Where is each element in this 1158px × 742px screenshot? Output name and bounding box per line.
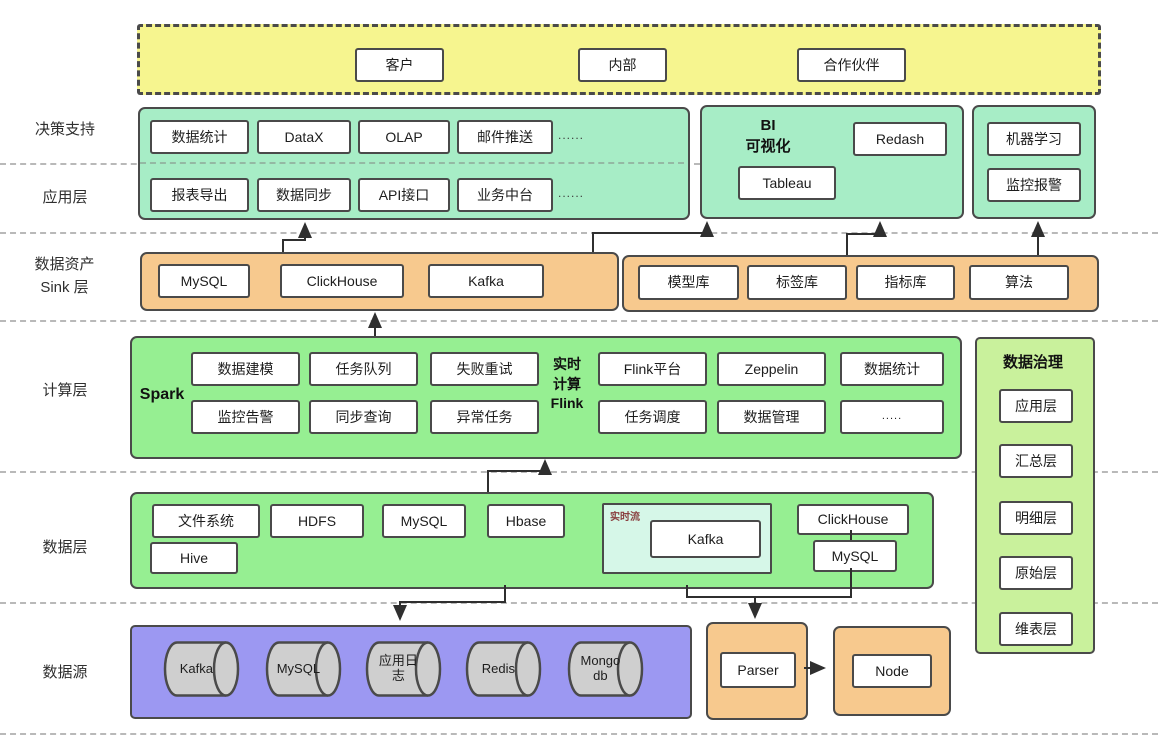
source-cylinder-kafka: Kafka [162, 640, 242, 698]
bi-panel-title: BI 可视化 [745, 117, 791, 155]
rail-label-data-layer: 数据层 [42, 539, 88, 556]
separator-line [0, 232, 1158, 234]
sink-node-clickhouse: ClickHouse [280, 264, 404, 298]
app-node-datax: DataX [257, 120, 351, 154]
rail-label-compute-layer: 计算层 [42, 382, 88, 399]
consumer-node-partner: 合作伙伴 [797, 48, 906, 82]
database-cylinder-icon [465, 641, 542, 697]
separator-line [0, 471, 1158, 473]
app-node-report-export: 报表导出 [150, 178, 249, 212]
app-node-business-platform: 业务中台 [457, 178, 553, 212]
application-panel-divider [140, 162, 684, 164]
governance-node-raw-layer: 原始层 [999, 556, 1073, 590]
separator-line [0, 320, 1158, 322]
compute-node-failure-retry: 失败重试 [430, 352, 539, 386]
app-node-olap: OLAP [358, 120, 450, 154]
database-cylinder-icon [163, 641, 240, 697]
database-cylinder-icon [265, 641, 342, 697]
database-cylinder-icon [567, 641, 644, 697]
connector-sink-to-bi-right [846, 221, 887, 255]
data-node-clickhouse: ClickHouse [797, 504, 909, 535]
source-cylinder-app-log: 应用日 志 [364, 640, 444, 698]
compute-node-monitor-alert: 监控告警 [191, 400, 300, 434]
connector-sink-to-app [282, 222, 312, 252]
app-row2-ellipsis: ...... [558, 186, 585, 200]
sink-node-tag-store: 标签库 [747, 265, 847, 300]
realtime-stream-label: 实时流 [610, 512, 640, 523]
compute-node-zeppelin: Zeppelin [717, 352, 826, 386]
app-node-data-sync: 数据同步 [257, 178, 351, 212]
compute-node-ellipsis: ..... [840, 400, 944, 434]
data-node-hdfs: HDFS [270, 504, 364, 538]
bi-node-tableau: Tableau [738, 166, 836, 200]
ml-node-machine-learning: 机器学习 [987, 122, 1081, 156]
source-cylinder-redis: Redis [464, 640, 544, 698]
app-row1-ellipsis: ...... [558, 128, 585, 142]
rail-label-sink-layer: 数据资产 Sink 层 [34, 256, 95, 296]
governance-node-app-layer: 应用层 [999, 389, 1073, 423]
app-node-api: API接口 [358, 178, 450, 212]
compute-flink-label: 实时 计算 Flink [550, 356, 584, 412]
rail-label-application-layer: 应用层 [42, 189, 88, 206]
database-cylinder-icon [365, 641, 442, 697]
compute-node-data-statistics: 数据统计 [840, 352, 944, 386]
source-cylinder-mysql: MySQL [264, 640, 344, 698]
consumer-node-internal: 内部 [578, 48, 667, 82]
governance-node-detail-layer: 明细层 [999, 501, 1073, 535]
data-node-hive: Hive [150, 542, 238, 574]
sink-node-mysql: MySQL [158, 264, 250, 298]
pipeline-node-parser: Parser [720, 652, 796, 688]
compute-node-task-queue: 任务队列 [309, 352, 418, 386]
connector-sink-to-bi-left [592, 221, 714, 252]
app-node-data-statistics: 数据统计 [150, 120, 249, 154]
sink-node-metric-store: 指标库 [856, 265, 955, 300]
compute-node-abnormal-task: 异常任务 [430, 400, 539, 434]
app-node-mail-push: 邮件推送 [457, 120, 553, 154]
data-node-hbase: Hbase [487, 504, 565, 538]
compute-spark-label: Spark [139, 386, 185, 403]
connector-data-to-compute [487, 459, 552, 492]
separator-line [0, 733, 1158, 735]
sink-node-algorithm: 算法 [969, 265, 1069, 300]
source-cylinder-mongodb: Mongo db [566, 640, 646, 698]
compute-node-flink-platform: Flink平台 [598, 352, 707, 386]
compute-node-task-schedule: 任务调度 [598, 400, 707, 434]
rail-label-data-source: 数据源 [42, 664, 88, 681]
data-node-mysql-2: MySQL [813, 540, 897, 572]
consumer-node-customer: 客户 [355, 48, 444, 82]
ml-node-monitor-alarm: 监控报警 [987, 168, 1081, 202]
governance-node-dimension-layer: 维表层 [999, 612, 1073, 646]
sink-node-model-store: 模型库 [638, 265, 739, 300]
governance-title: 数据治理 [1002, 354, 1063, 371]
compute-node-sync-query: 同步查询 [309, 400, 418, 434]
data-node-file-system: 文件系统 [152, 504, 260, 538]
compute-node-data-manage: 数据管理 [717, 400, 826, 434]
separator-line [0, 602, 1158, 604]
governance-panel [975, 337, 1095, 654]
governance-node-summary-layer: 汇总层 [999, 444, 1073, 478]
compute-node-data-modeling: 数据建模 [191, 352, 300, 386]
sink-node-kafka: Kafka [428, 264, 544, 298]
pipeline-node-node: Node [852, 654, 932, 688]
data-node-kafka-realtime: Kafka [650, 520, 761, 558]
bi-node-redash: Redash [853, 122, 947, 156]
rail-label-decision-support: 决策支持 [34, 121, 95, 138]
data-node-mysql: MySQL [382, 504, 466, 538]
